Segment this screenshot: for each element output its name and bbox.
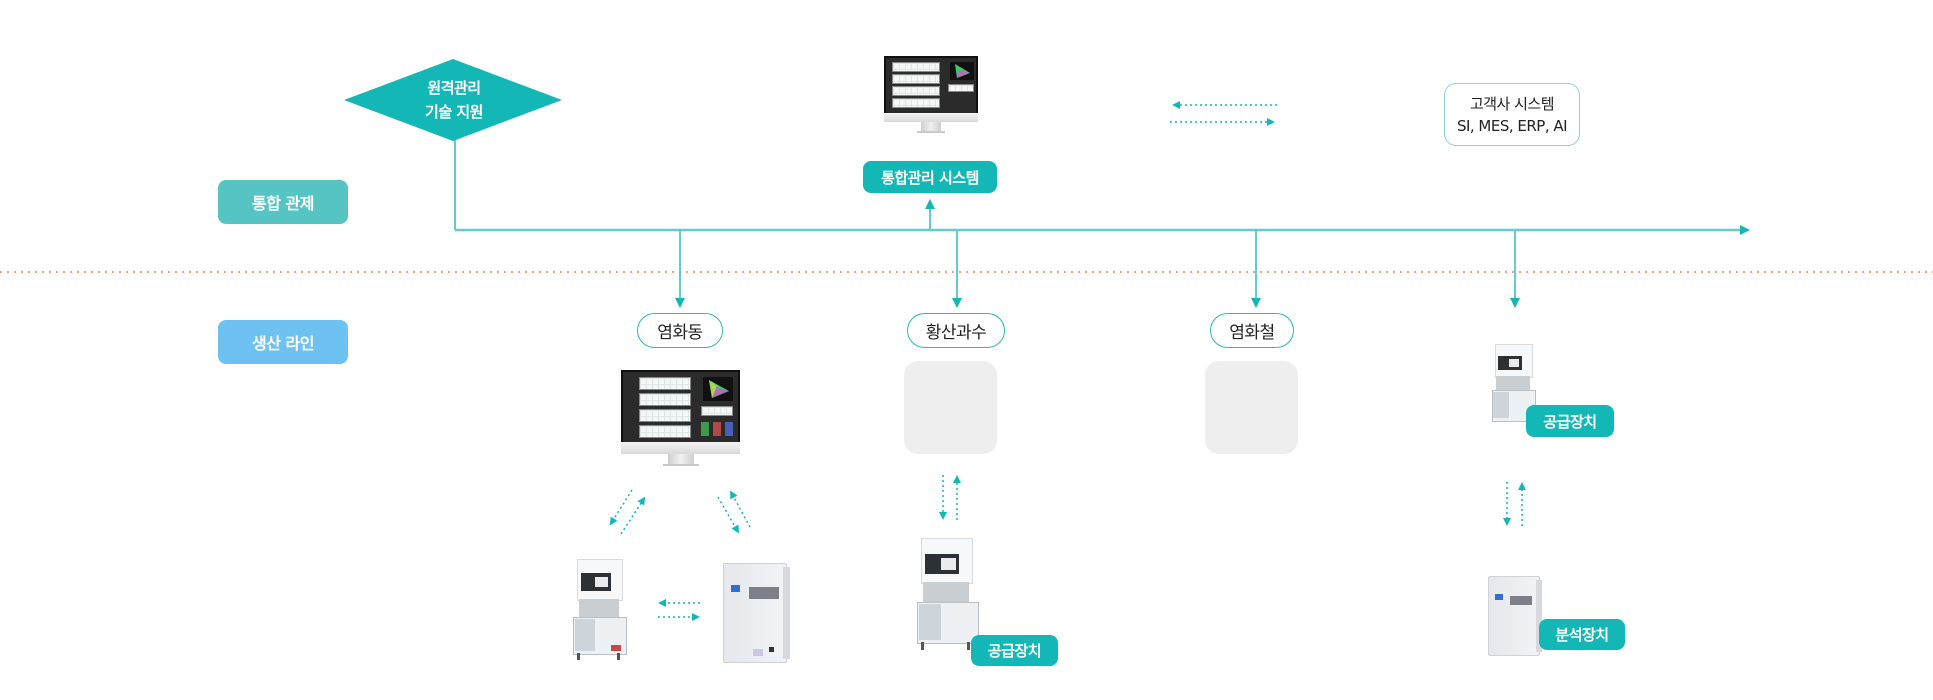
line-4-analyzer-label: 분석장치 bbox=[1555, 626, 1609, 644]
customer-system-line1: 고객사 시스템 bbox=[1469, 94, 1555, 113]
monitor-to-analyzer-arrow bbox=[717, 496, 739, 534]
line-2-supply-label: 공급장치 bbox=[987, 642, 1042, 660]
line-pill-1-label: 염화동 bbox=[657, 323, 703, 343]
customer-system-line2: SI, MES, ERP, AI bbox=[1456, 116, 1568, 135]
section-badge-control-label: 통합 관제 bbox=[252, 194, 314, 213]
line-pill-3: 염화철 bbox=[1210, 313, 1294, 348]
line-3-placeholder bbox=[1205, 361, 1298, 454]
line-1-supply-unit-icon bbox=[571, 557, 629, 661]
line-2-placeholder bbox=[904, 361, 997, 454]
line-4-analyzer-unit-icon bbox=[1488, 572, 1544, 656]
line-4-analyzer-badge: 분석장치 bbox=[1539, 619, 1625, 650]
line-2-supply-badge: 공급장치 bbox=[971, 635, 1058, 666]
remote-support-diamond bbox=[344, 59, 562, 141]
customer-system-box: 고객사 시스템 SI, MES, ERP, AI bbox=[1444, 83, 1580, 146]
supply-to-monitor-arrow bbox=[620, 496, 646, 535]
line-1-monitor-icon bbox=[621, 370, 740, 467]
line-4-supply-label: 공급장치 bbox=[1543, 412, 1597, 431]
line-2-supply-unit-icon bbox=[915, 536, 981, 651]
integrated-system-badge: 통합관리 시스템 bbox=[863, 161, 997, 193]
monitor-to-supply-arrow bbox=[609, 489, 633, 526]
line-pill-3-label: 염화철 bbox=[1229, 323, 1275, 343]
analyzer-to-monitor-arrow bbox=[730, 490, 751, 528]
line-pill-1: 염화동 bbox=[637, 313, 723, 348]
remote-support-line2: 기술 지원 bbox=[425, 103, 483, 121]
line-4-supply-badge: 공급장치 bbox=[1526, 405, 1614, 437]
line-pill-2: 황산과수 bbox=[907, 313, 1005, 348]
integrated-system-label: 통합관리 시스템 bbox=[881, 168, 979, 187]
remote-support-line1: 원격관리 bbox=[427, 79, 481, 97]
line-1-analyzer-unit-icon bbox=[723, 557, 791, 663]
section-badge-production-label: 생산 라인 bbox=[252, 334, 314, 353]
remote-support-label: 원격관리 기술 지원 bbox=[394, 76, 514, 124]
section-badge-production: 생산 라인 bbox=[218, 320, 348, 364]
section-badge-control: 통합 관제 bbox=[218, 180, 348, 224]
line-pill-2-label: 황산과수 bbox=[925, 323, 987, 343]
integrated-system-monitor-icon bbox=[884, 56, 978, 134]
